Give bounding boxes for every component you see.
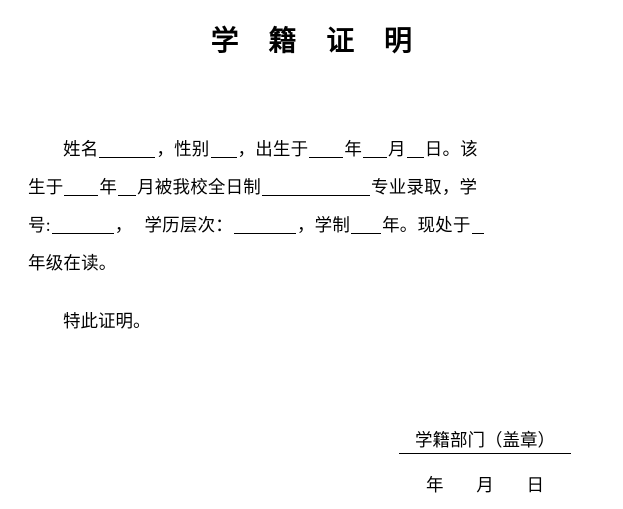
label-sex: 性别 (174, 139, 210, 159)
certify-note: 特此证明。 (28, 306, 151, 336)
text-admitted-fulltime: 被我校全日制 (154, 177, 262, 197)
blank-student-id[interactable] (51, 216, 114, 234)
label-birth: 出生于 (255, 139, 309, 159)
page-title: 学 籍 证 明 (210, 25, 424, 56)
label-program-length: 学制 (314, 215, 351, 235)
label-major-admitted: 专业录取 (371, 177, 442, 197)
blank-name[interactable] (99, 140, 156, 158)
blank-program-length[interactable] (351, 216, 382, 234)
certificate-body: 姓名，性别，出生于年月日。该 生于年月被我校全日制专业录取，学 号:，学历层次：… (28, 130, 588, 282)
blank-birth-month[interactable] (363, 140, 388, 158)
lead-enrolled: 生于 (28, 177, 64, 197)
unit-birth-month: 月 (388, 139, 406, 159)
blank-sex[interactable] (210, 140, 237, 158)
blank-birth-day[interactable] (406, 140, 424, 158)
note-text: 特此证明。 (63, 311, 151, 331)
period-line3: 。 (399, 215, 418, 235)
unit-birth-day: 日 (424, 139, 443, 159)
unit-birth-year: 年 (344, 139, 363, 159)
carry-char-1: 该 (460, 139, 478, 159)
body-line-1: 姓名，性别，出生于年月日。该 (28, 130, 588, 168)
separator-comma-1: ， (156, 139, 175, 159)
unit-enroll-month: 月 (137, 177, 155, 197)
blank-major[interactable] (262, 178, 371, 196)
comma-line3-2: ， (296, 215, 315, 235)
comma-line2: ， (441, 177, 460, 197)
body-line-4: 年级在读。 (28, 244, 588, 282)
unit-enroll-year: 年 (99, 177, 118, 197)
blank-enroll-year[interactable] (64, 178, 99, 196)
label-education-level: 学历层次： (144, 215, 233, 235)
carry-char-2: 学 (459, 177, 478, 197)
signature-department: 学籍部门（盖章） (399, 428, 571, 454)
period-1: 。 (442, 139, 461, 159)
label-current-status: 现处于 (417, 215, 471, 235)
blank-enroll-month[interactable] (118, 178, 137, 196)
text-grade-enrolled: 年级在读。 (28, 253, 117, 273)
label-student-id: 号: (28, 215, 51, 235)
body-line-3: 号:，学历层次：，学制年。现处于 (28, 206, 588, 244)
signature-date-line: 年 月 日 (426, 475, 552, 495)
unit-program-length-year: 年 (382, 215, 400, 235)
separator-comma-2: ， (237, 139, 256, 159)
blank-education-level[interactable] (233, 216, 296, 234)
blank-grade[interactable] (471, 216, 484, 234)
blank-birth-year[interactable] (309, 140, 344, 158)
body-line-2: 生于 年月被我校全日制 专业录取，学 (28, 168, 588, 206)
comma-line3-1: ， (114, 215, 133, 235)
label-name: 姓名 (63, 139, 99, 159)
